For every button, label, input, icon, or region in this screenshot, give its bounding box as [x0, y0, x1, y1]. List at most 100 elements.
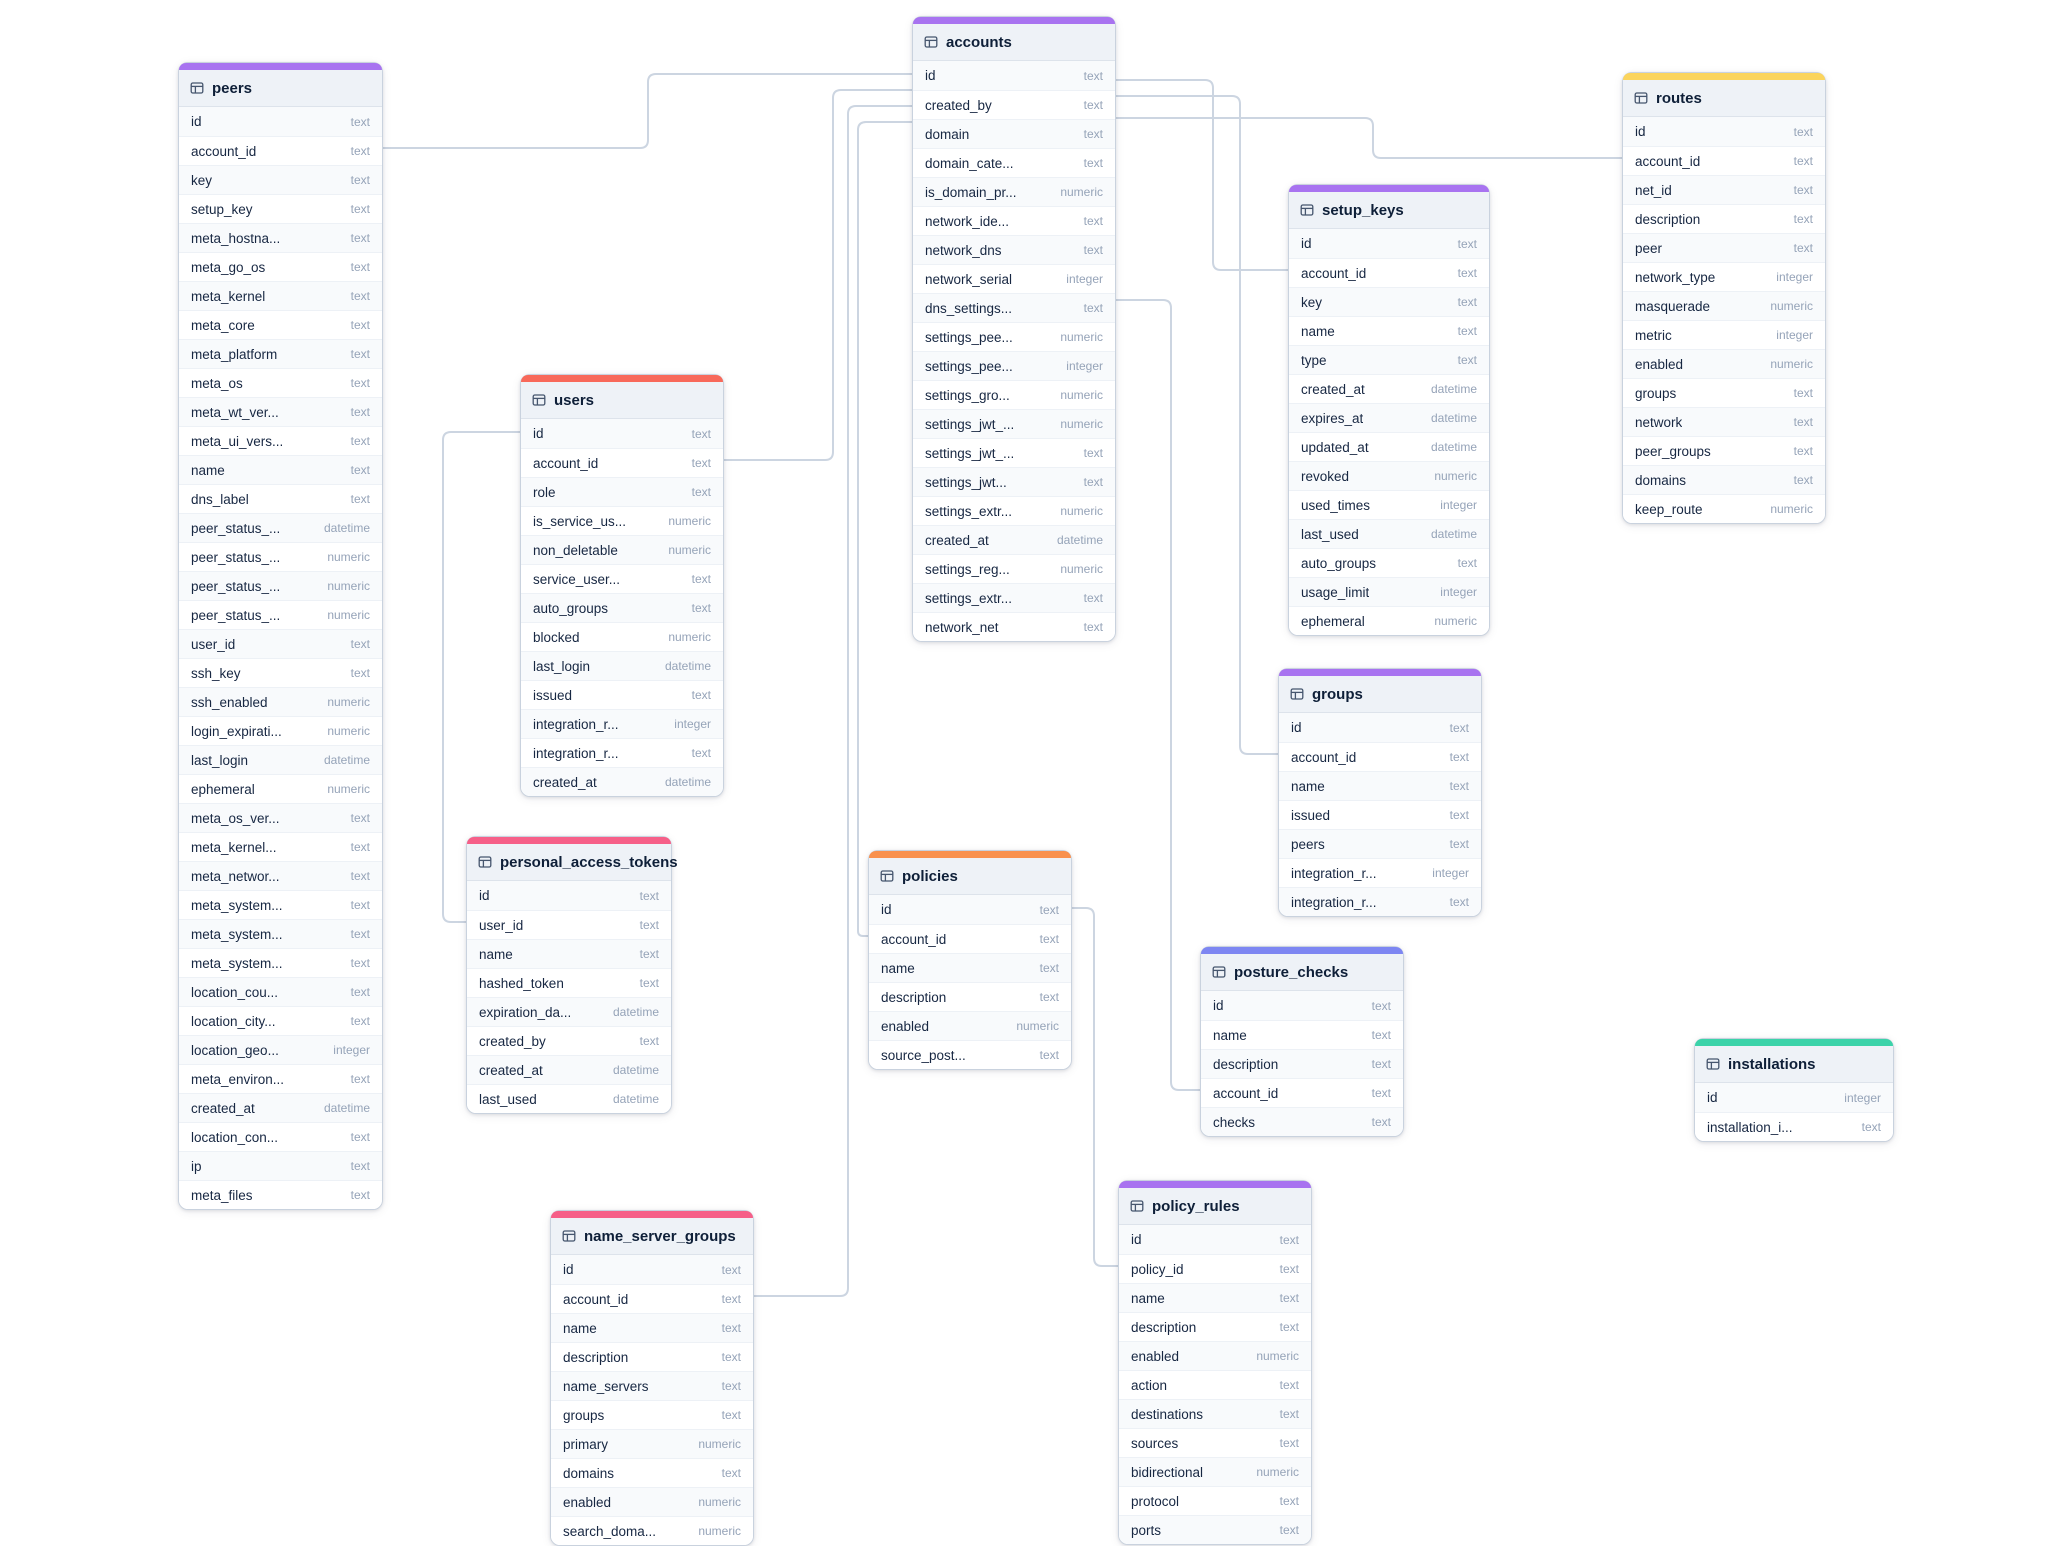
- field-row[interactable]: integration_r...text: [1279, 887, 1481, 916]
- table-header-users[interactable]: users: [521, 382, 723, 419]
- table-header-policy_rules[interactable]: policy_rules: [1119, 1188, 1311, 1225]
- field-row[interactable]: dns_settings...text: [913, 293, 1115, 322]
- field-row[interactable]: peer_status_...numeric: [179, 542, 382, 571]
- field-row[interactable]: peer_status_...datetime: [179, 513, 382, 542]
- field-row[interactable]: meta_system...text: [179, 948, 382, 977]
- table-header-personal_access_tokens[interactable]: personal_access_tokens: [467, 844, 678, 881]
- field-row[interactable]: integration_r...integer: [1279, 858, 1481, 887]
- table-header-posture_checks[interactable]: posture_checks: [1201, 954, 1403, 991]
- field-row[interactable]: settings_extr...numeric: [913, 496, 1115, 525]
- table-header-accounts[interactable]: accounts: [913, 24, 1115, 61]
- table-header-policies[interactable]: policies: [869, 858, 1071, 895]
- field-row[interactable]: meta_ui_vers...text: [179, 426, 382, 455]
- field-row[interactable]: meta_kernel...text: [179, 832, 382, 861]
- field-row[interactable]: login_expirati...numeric: [179, 716, 382, 745]
- field-row[interactable]: integration_r...text: [521, 738, 723, 767]
- field-row[interactable]: settings_extr...text: [913, 583, 1115, 612]
- field-row[interactable]: service_user...text: [521, 564, 723, 593]
- field-row[interactable]: settings_gro...numeric: [913, 380, 1115, 409]
- field-row[interactable]: is_service_us...numeric: [521, 506, 723, 535]
- field-row[interactable]: location_con...text: [179, 1122, 382, 1151]
- field-row[interactable]: meta_system...text: [179, 919, 382, 948]
- field-row[interactable]: meta_os_ver...text: [179, 803, 382, 832]
- field-row[interactable]: meta_wt_ver...text: [179, 397, 382, 426]
- field-row[interactable]: meta_networ...text: [179, 861, 382, 890]
- field-row[interactable]: installation_i...text: [1695, 1112, 1893, 1141]
- field-row[interactable]: settings_jwt_...numeric: [913, 409, 1115, 438]
- field-row[interactable]: search_doma...numeric: [551, 1516, 753, 1545]
- field-row[interactable]: settings_pee...integer: [913, 351, 1115, 380]
- field-row[interactable]: source_post...text: [869, 1040, 1071, 1069]
- field-row[interactable]: peer_status_...numeric: [179, 600, 382, 629]
